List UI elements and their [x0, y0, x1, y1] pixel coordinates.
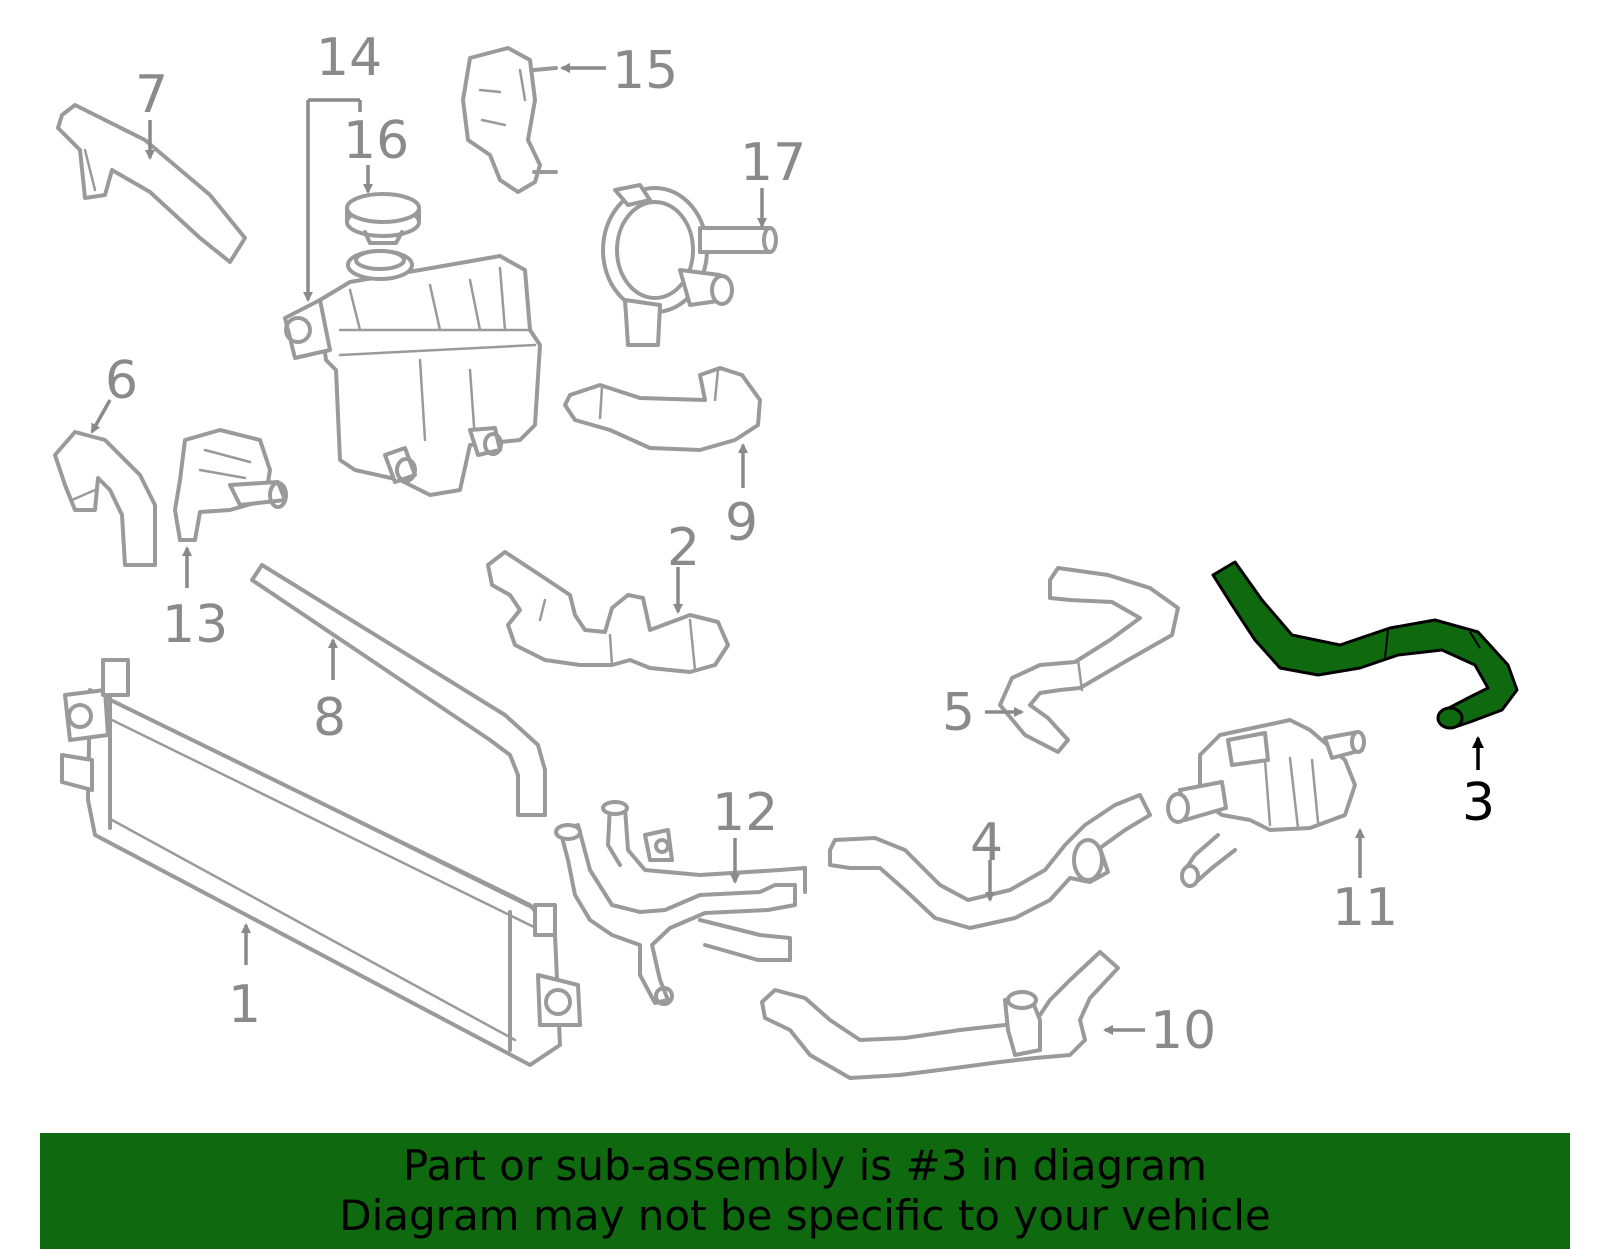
leader-lines: [90, 63, 1484, 1035]
callout-1: 1: [228, 975, 261, 1035]
info-banner: Part or sub-assembly is #3 in diagram Di…: [40, 1133, 1570, 1249]
callout-14: 14: [316, 28, 382, 88]
callout-11: 11: [1332, 878, 1398, 938]
part-3-hose-highlighted[interactable]: [1211, 560, 1519, 730]
callout-9: 9: [725, 493, 758, 553]
part-11-valve[interactable]: [1166, 718, 1366, 888]
part-7-pipe[interactable]: [56, 103, 247, 264]
part-16-cap[interactable]: [345, 192, 421, 245]
callout-5: 5: [942, 683, 975, 743]
banner-line-2: Diagram may not be specific to your vehi…: [339, 1191, 1271, 1240]
callout-4: 4: [970, 813, 1003, 873]
banner-background: [40, 1133, 1570, 1249]
part-1-radiator[interactable]: [60, 658, 582, 1067]
part-10-hose[interactable]: [760, 950, 1120, 1080]
callout-8: 8: [313, 688, 346, 748]
callout-3: 3: [1462, 773, 1495, 833]
part-2-hose[interactable]: [486, 550, 730, 674]
part-12-pipes[interactable]: [554, 800, 807, 1006]
callout-16: 16: [343, 111, 409, 171]
part-13-bracket[interactable]: [173, 428, 288, 542]
part-6-hose[interactable]: [53, 430, 157, 567]
callout-12: 12: [712, 783, 778, 843]
callout-6: 6: [105, 351, 138, 411]
callout-17: 17: [740, 133, 806, 193]
part-14-reservoir-tank[interactable]: [283, 249, 542, 497]
callout-15: 15: [612, 41, 678, 101]
part-4-hose[interactable]: [828, 793, 1152, 930]
part-5-hose[interactable]: [998, 566, 1180, 754]
part-15-bracket[interactable]: [461, 46, 558, 194]
banner-line-1: Part or sub-assembly is #3 in diagram: [402, 1141, 1208, 1190]
part-9-hose[interactable]: [563, 366, 762, 452]
part-8-hose[interactable]: [250, 563, 547, 817]
callout-10: 10: [1150, 1001, 1216, 1061]
part-17-water-pump[interactable]: [601, 183, 778, 347]
callout-7: 7: [135, 65, 168, 125]
callout-13: 13: [162, 595, 228, 655]
callout-numbers: 7 14 16 15 17 6 13 9 8 2 1 12 4 10 5 11 …: [105, 28, 1495, 1061]
callout-2: 2: [667, 518, 700, 578]
